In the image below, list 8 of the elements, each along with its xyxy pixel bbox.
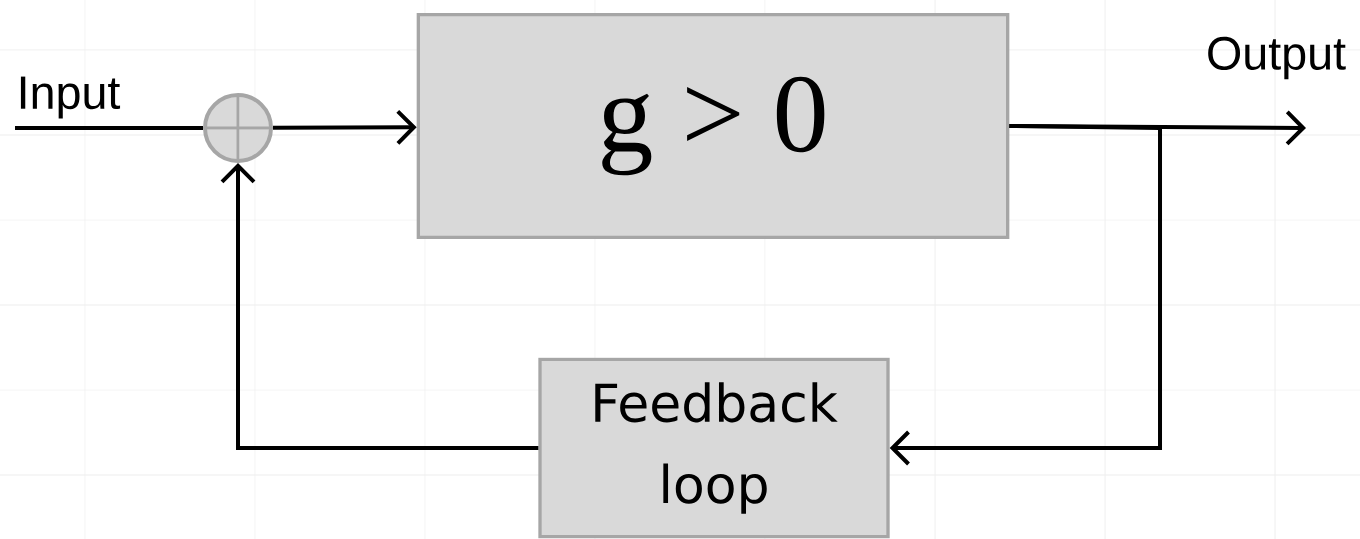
signal-label: Output [1208, 36, 1346, 80]
process-box: g > 0 [416, 13, 1010, 239]
arrow [220, 163, 539, 450]
feedback-box: Feedback loop [538, 357, 890, 539]
arrow [889, 124, 1162, 466]
arrow [273, 109, 417, 145]
summing-junction [203, 93, 273, 163]
signal-label: Input [20, 76, 121, 119]
